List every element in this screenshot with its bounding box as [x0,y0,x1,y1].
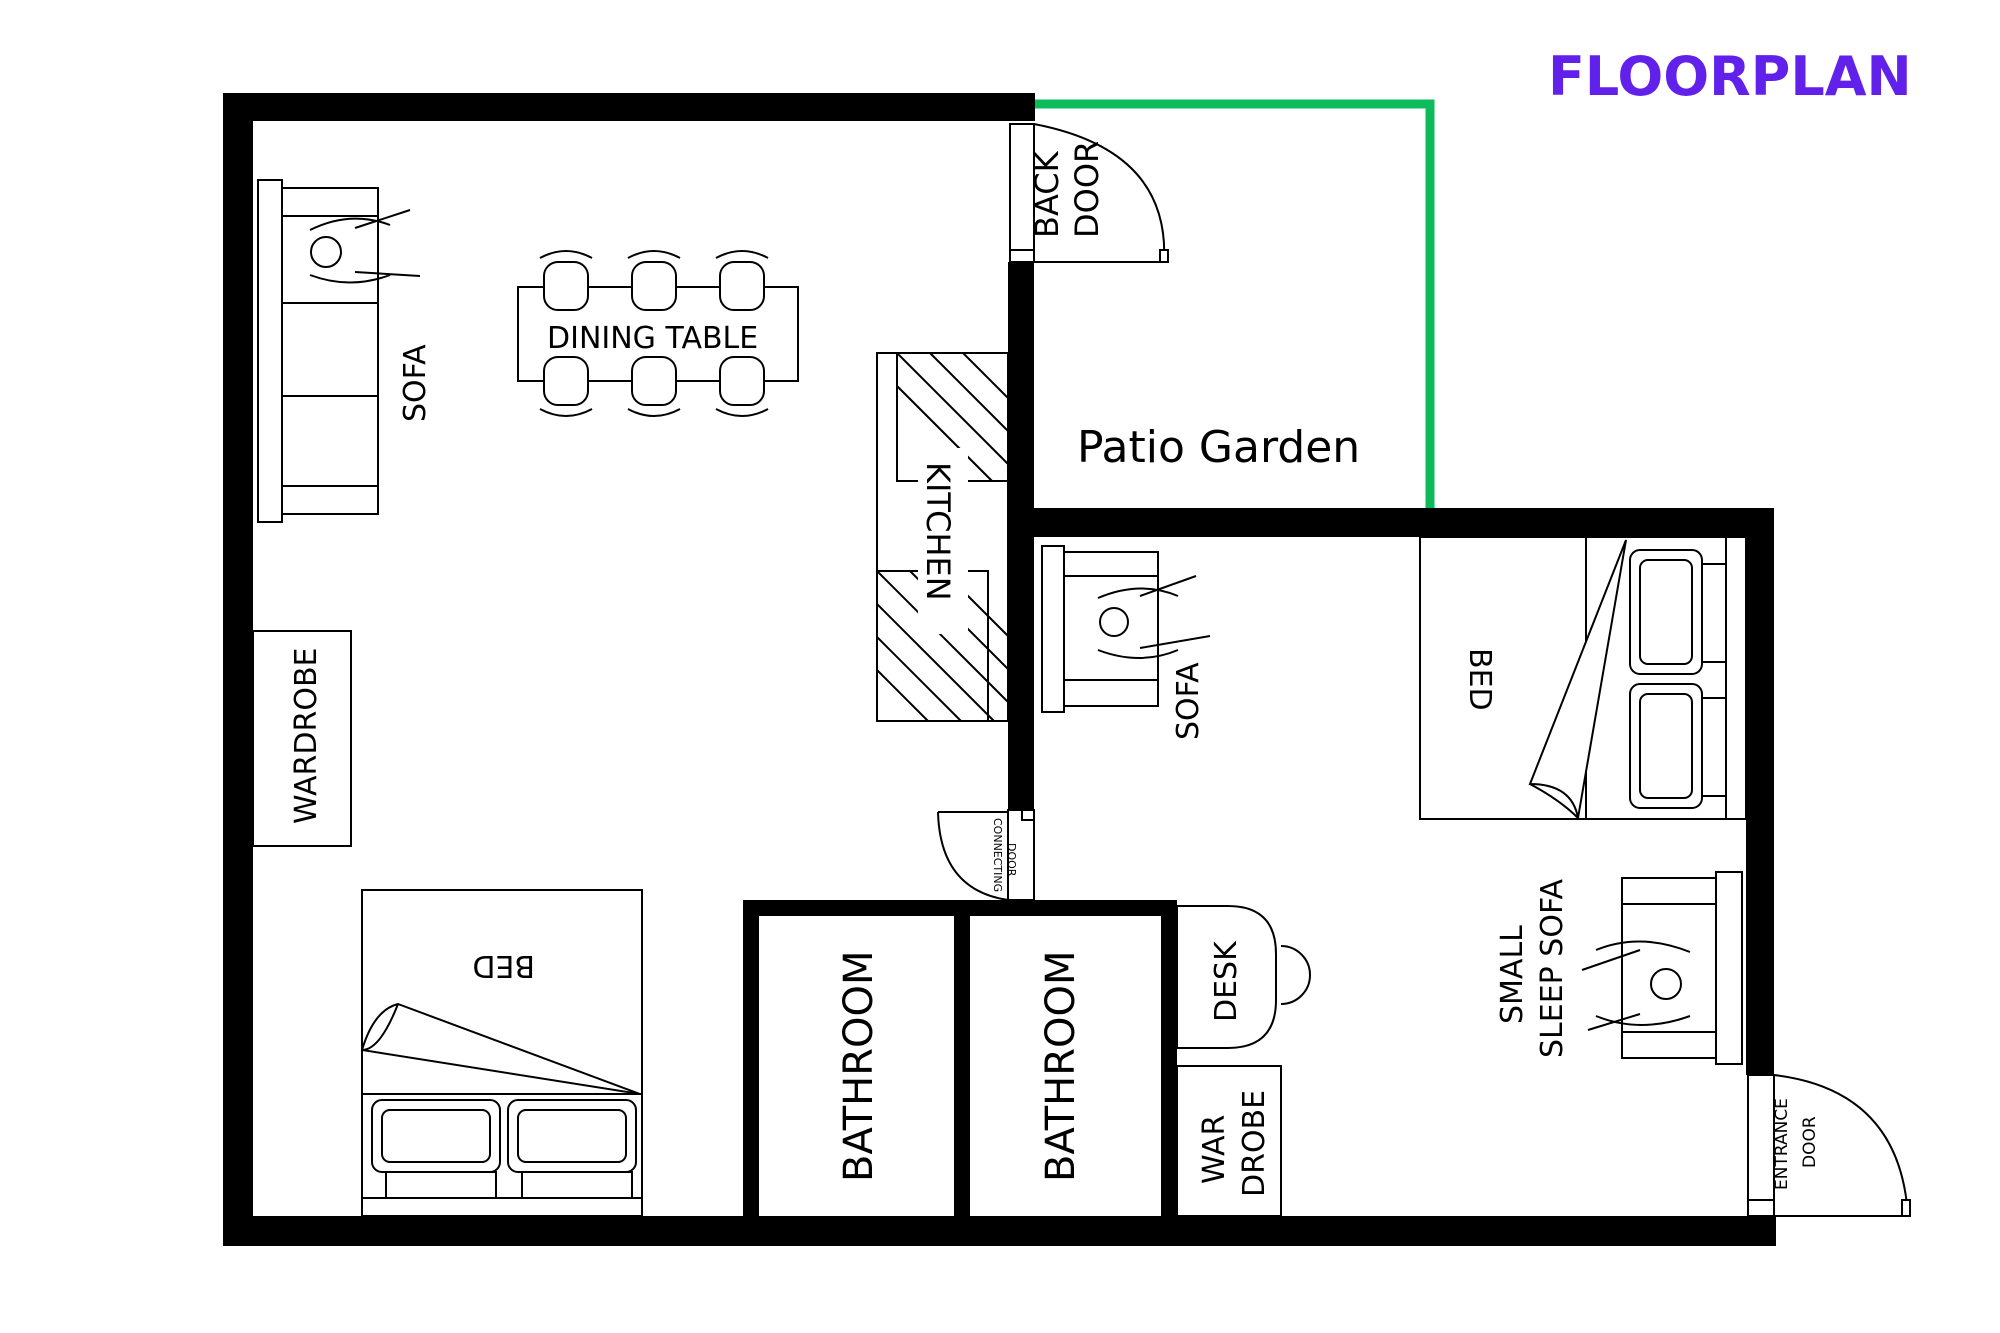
kitchen: KITCHEN [876,352,1009,722]
person-icon [1581,940,1691,1031]
bathroom-2-label: BATHROOM [1038,951,1084,1182]
sofa-right: SOFA [1041,545,1211,740]
kitchen-label: KITCHEN [919,462,957,601]
desk-label: DESK [1209,940,1244,1022]
sofa-right-label: SOFA [1171,662,1206,740]
patio-garden-boundary [1032,99,1435,512]
back-door-label: BACK [1028,150,1066,238]
bed-sheet-icon [360,1002,641,1095]
bed-right-label: BED [1462,648,1497,711]
bathroom-1-label: BATHROOM [836,951,882,1182]
dining-table-label: DINING TABLE [547,321,758,356]
patio-garden-label: Patio Garden [1077,422,1360,473]
door-swing-icon [1773,1074,1909,1217]
connecting-door-label-2: DOOR [1005,843,1018,877]
walls [223,93,1776,1246]
bed-sheet-icon [1528,539,1627,819]
entrance-door-label: ENTRANCE [1772,1098,1792,1190]
pillow-icon [371,1099,637,1199]
wardrobe-label: WARDROBE [289,648,324,824]
small-sleep-sofa-label-1: SMALL [1495,925,1530,1024]
sofa-left-label: SOFA [398,344,433,422]
wardrobe-left: WARDROBE [252,630,352,847]
chair-icon [539,250,769,417]
desk: DESK [1176,905,1311,1049]
connecting-door: CONNECTING DOOR [937,809,1035,901]
war-drobe-label-1: WAR [1197,1115,1232,1184]
person-icon [1097,575,1211,659]
door-swing-icon [1033,123,1166,263]
person-icon [309,209,421,284]
entrance-door: ENTRANCE DOOR [1747,1074,1911,1217]
bed-right: BED [1419,536,1747,820]
entrance-door-label-2: DOOR [1800,1116,1820,1168]
bathroom-2: BATHROOM [1038,951,1084,1182]
page-title: FLOORPLAN [1548,45,1912,108]
bed-left: BED [360,889,643,1217]
small-sleep-sofa: SMALL SLEEP SOFA [1495,871,1743,1065]
wardrobe-small: WAR DROBE [1176,1065,1282,1217]
pillow-icon [1629,549,1727,809]
back-door-label-2: DOOR [1068,141,1106,238]
back-door: BACK DOOR [1009,123,1169,263]
door-swing-icon [937,811,1009,901]
dining-table: DINING TABLE [517,250,799,417]
connecting-door-label: CONNECTING [991,818,1004,892]
small-sleep-sofa-label-2: SLEEP SOFA [1535,879,1570,1058]
bathroom-1: BATHROOM [836,951,882,1182]
sofa-left: SOFA [257,179,433,523]
war-drobe-label-2: DROBE [1237,1090,1272,1197]
bed-left-label: BED [472,948,535,983]
